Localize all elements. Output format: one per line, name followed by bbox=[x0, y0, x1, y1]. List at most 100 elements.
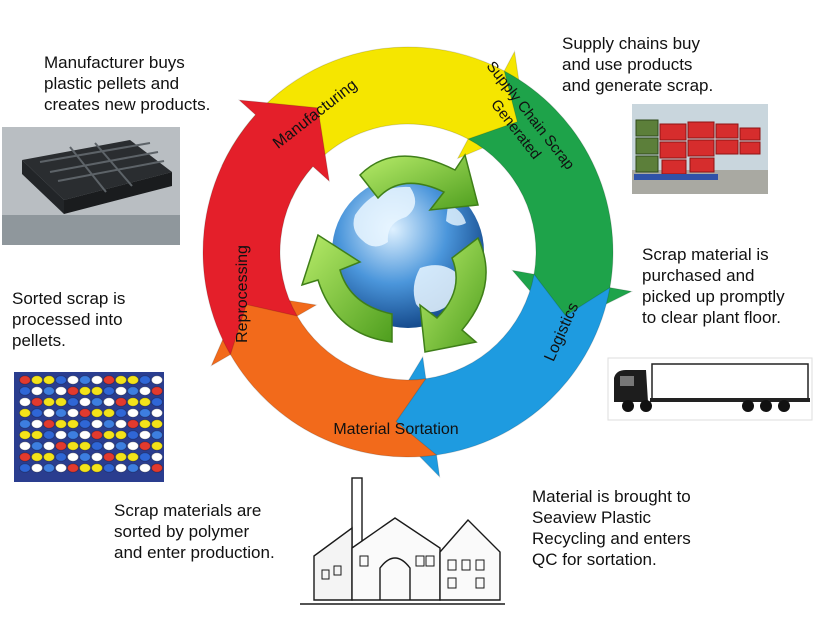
pellet bbox=[115, 452, 127, 462]
description-line: Scrap material is bbox=[642, 245, 769, 264]
pellet bbox=[31, 441, 43, 451]
description-line: creates new products. bbox=[44, 95, 211, 114]
pellet bbox=[55, 408, 67, 418]
description-line: and generate scrap. bbox=[562, 76, 714, 95]
pellet bbox=[31, 386, 43, 396]
cycle-arrow-supply-chain bbox=[466, 70, 634, 328]
pellet bbox=[103, 375, 115, 385]
pellet bbox=[19, 419, 31, 429]
pellet bbox=[91, 463, 103, 473]
pellet bbox=[139, 419, 151, 429]
description-line: Material is brought to bbox=[532, 487, 691, 506]
pellet bbox=[31, 375, 43, 385]
pellet bbox=[79, 375, 91, 385]
pellet bbox=[127, 430, 139, 440]
pellet bbox=[79, 397, 91, 407]
pellet bbox=[79, 463, 91, 473]
description-line: Sorted scrap is bbox=[12, 289, 126, 308]
pellet bbox=[91, 375, 103, 385]
description-line: Scrap materials are bbox=[114, 501, 262, 520]
plastic-pallet-icon bbox=[2, 127, 180, 245]
semi-truck-icon bbox=[607, 357, 813, 421]
pellet bbox=[103, 463, 115, 473]
pellet bbox=[43, 419, 55, 429]
pellet bbox=[151, 386, 163, 396]
description-line: plastic pellets and bbox=[44, 74, 180, 93]
cycle-ring bbox=[202, 46, 634, 479]
pellet bbox=[67, 397, 79, 407]
pellet bbox=[79, 441, 91, 451]
pellet bbox=[139, 386, 151, 396]
pellet bbox=[127, 386, 139, 396]
pellet bbox=[127, 452, 139, 462]
pellet bbox=[127, 419, 139, 429]
pellet bbox=[127, 375, 139, 385]
pellet bbox=[151, 441, 163, 451]
pellet bbox=[127, 397, 139, 407]
stage-label-reprocessing: Reprocessing bbox=[234, 245, 251, 343]
cycle-arrow-reprocessing bbox=[202, 99, 330, 356]
pellet bbox=[115, 430, 127, 440]
factory-building-icon bbox=[300, 477, 505, 605]
pellet bbox=[115, 441, 127, 451]
pellet bbox=[19, 408, 31, 418]
description-line: to clear plant floor. bbox=[642, 308, 781, 327]
pellet bbox=[43, 375, 55, 385]
description-line: Recycling and enters bbox=[532, 529, 691, 548]
pellet bbox=[55, 430, 67, 440]
pellet bbox=[103, 397, 115, 407]
pellet bbox=[67, 408, 79, 418]
pellet bbox=[67, 375, 79, 385]
pellet bbox=[19, 452, 31, 462]
pellet bbox=[67, 419, 79, 429]
globe-recycle-icon bbox=[300, 153, 487, 353]
pellet bbox=[139, 463, 151, 473]
pellet bbox=[91, 430, 103, 440]
pellet bbox=[151, 408, 163, 418]
pellet bbox=[103, 419, 115, 429]
pellet bbox=[103, 408, 115, 418]
pellet bbox=[19, 386, 31, 396]
pellet bbox=[151, 463, 163, 473]
description-line: purchased and bbox=[642, 266, 755, 285]
pellet bbox=[91, 452, 103, 462]
pellet bbox=[115, 408, 127, 418]
pellet bbox=[55, 386, 67, 396]
pellet bbox=[91, 408, 103, 418]
pellet bbox=[55, 441, 67, 451]
pellet bbox=[127, 408, 139, 418]
pellet bbox=[139, 430, 151, 440]
pellet bbox=[67, 430, 79, 440]
pellet bbox=[43, 463, 55, 473]
pellet bbox=[19, 430, 31, 440]
pellet bbox=[127, 463, 139, 473]
pellet bbox=[91, 419, 103, 429]
pellet bbox=[91, 441, 103, 451]
pellet bbox=[67, 452, 79, 462]
pellet bbox=[55, 419, 67, 429]
cycle-arrow-material-sortation bbox=[210, 292, 438, 458]
pellet bbox=[31, 452, 43, 462]
pellet bbox=[79, 408, 91, 418]
pellet bbox=[115, 419, 127, 429]
pellet bbox=[31, 397, 43, 407]
pellet bbox=[79, 386, 91, 396]
pellet bbox=[91, 386, 103, 396]
pellet bbox=[55, 375, 67, 385]
pellet bbox=[43, 397, 55, 407]
description-line: Seaview Plastic bbox=[532, 508, 652, 527]
pellet bbox=[127, 441, 139, 451]
pellet bbox=[103, 430, 115, 440]
pellet bbox=[91, 397, 103, 407]
pellet bbox=[151, 397, 163, 407]
pellet bbox=[55, 452, 67, 462]
pellet bbox=[43, 408, 55, 418]
pellet bbox=[151, 430, 163, 440]
pellet bbox=[79, 430, 91, 440]
